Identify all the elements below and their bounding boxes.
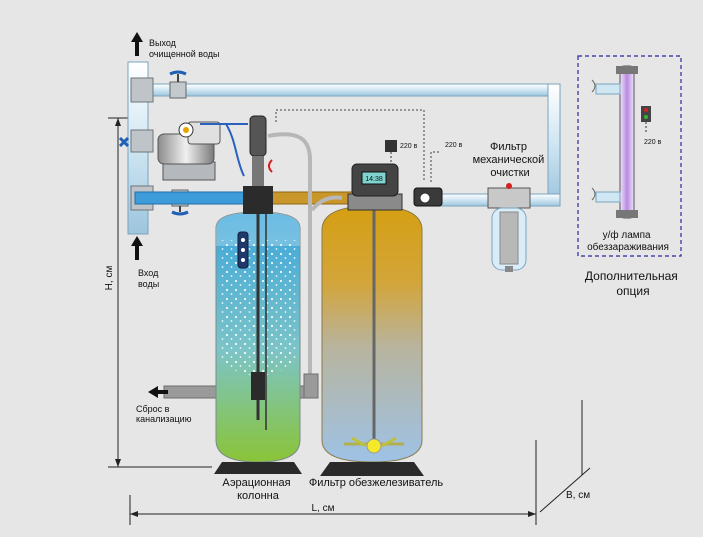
outlet-arrow bbox=[131, 32, 143, 56]
transfer-pipe bbox=[269, 191, 361, 205]
optional-uv-box bbox=[577, 55, 682, 257]
mechanical-filter bbox=[487, 183, 531, 272]
aeration-head bbox=[237, 115, 273, 430]
control-wire bbox=[275, 109, 425, 182]
meter-wire bbox=[430, 151, 440, 182]
uv-lamp-label: у/ф лампа обеззараживания bbox=[587, 229, 669, 253]
option-label: Дополнительная опция bbox=[585, 269, 681, 298]
uv-lamp bbox=[591, 65, 651, 219]
dim-h-label: H, см bbox=[104, 266, 115, 291]
drain-label: Сброс в канализацию bbox=[136, 404, 192, 424]
inlet-label: Вход воды bbox=[138, 268, 161, 289]
voltage-label-uv: 220 в bbox=[644, 139, 662, 146]
drain-arrow bbox=[148, 386, 168, 398]
return-pipe-2 bbox=[310, 195, 343, 212]
outlet-valve[interactable] bbox=[169, 70, 187, 99]
dimension-lines bbox=[108, 117, 591, 525]
iron-removal-filter bbox=[320, 205, 424, 476]
dim-b-label: B, см bbox=[566, 490, 590, 501]
inlet-pipe bbox=[134, 191, 248, 205]
left-manifold bbox=[130, 77, 154, 211]
outlet-label: Выход очищенной воды bbox=[149, 38, 220, 59]
voltage-label-meter: 220 в bbox=[445, 142, 463, 149]
controller-display: 14:38 bbox=[365, 176, 383, 183]
dim-l-label: L, см bbox=[312, 503, 335, 514]
mechanical-filter-label: Фильтр механической очистки bbox=[473, 141, 548, 179]
iron-filter-label: Фильтр обезжелезиватель bbox=[309, 477, 443, 489]
filter-controller[interactable]: 14:38 bbox=[347, 140, 403, 211]
aeration-column-label: Аэрационная колонна bbox=[222, 477, 293, 502]
flow-meter bbox=[413, 187, 443, 207]
return-pipe bbox=[267, 132, 312, 378]
bypass-valve[interactable] bbox=[118, 136, 130, 148]
voltage-label-controller: 220 в bbox=[400, 143, 418, 150]
air-compressor bbox=[157, 121, 248, 181]
inlet-arrow bbox=[131, 236, 143, 260]
